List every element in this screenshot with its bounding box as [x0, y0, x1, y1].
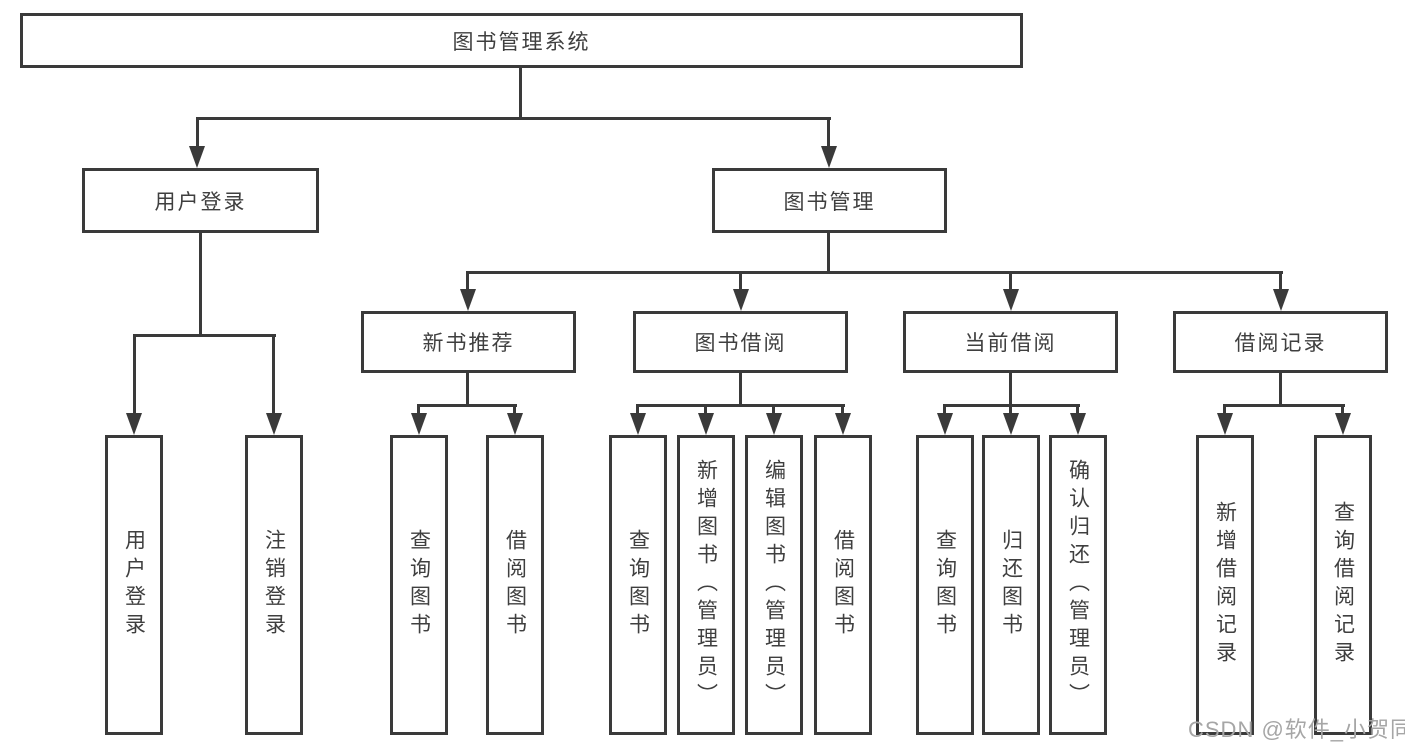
leaf-label: 查询图书 — [407, 529, 431, 641]
leaf-current-confirm-return-admin: 确认归还（管理员） — [1049, 435, 1107, 735]
arrowhead-icon — [835, 413, 851, 435]
connector-line — [1279, 373, 1282, 407]
leaf-records-query: 查询借阅记录 — [1314, 435, 1372, 735]
node-label: 借阅记录 — [1234, 332, 1327, 355]
connector-line — [1009, 271, 1012, 291]
connector-line — [196, 117, 199, 148]
leaf-logout: 注销登录 — [245, 435, 303, 735]
watermark: CSDN @软件_小贺同学 — [1188, 717, 1405, 742]
connector-line — [772, 404, 775, 415]
leaf-current-query-books: 查询图书 — [916, 435, 974, 735]
node-user-login: 用户登录 — [82, 168, 319, 233]
arrowhead-icon — [1003, 413, 1019, 435]
node-label: 当前借阅 — [964, 332, 1057, 355]
connector-line — [827, 233, 830, 274]
arrowhead-icon — [821, 146, 837, 168]
leaf-label: 编辑图书（管理员） — [762, 459, 786, 711]
connector-line — [1341, 404, 1344, 415]
connector-line — [1223, 404, 1345, 407]
connector-line — [1223, 404, 1226, 415]
node-library-management-system: 图书管理系统 — [20, 13, 1023, 68]
connector-line — [133, 334, 136, 415]
arrowhead-icon — [1217, 413, 1233, 435]
node-borrow-records: 借阅记录 — [1173, 311, 1388, 373]
connector-line — [636, 404, 845, 407]
leaf-label: 新增借阅记录 — [1213, 501, 1237, 669]
leaf-new-borrow-books: 借阅图书 — [486, 435, 544, 735]
connector-line — [519, 68, 522, 118]
connector-line — [513, 404, 516, 415]
connector-line — [272, 334, 275, 415]
connector-line — [417, 404, 517, 407]
leaf-label: 查询图书 — [626, 529, 650, 641]
node-book-management: 图书管理 — [712, 168, 947, 233]
connector-line — [704, 404, 707, 415]
node-current-borrow: 当前借阅 — [903, 311, 1118, 373]
arrowhead-icon — [1070, 413, 1086, 435]
leaf-borrow-borrow-books: 借阅图书 — [814, 435, 872, 735]
connector-line — [466, 271, 1283, 274]
arrowhead-icon — [126, 413, 142, 435]
arrowhead-icon — [1335, 413, 1351, 435]
arrowhead-icon — [766, 413, 782, 435]
arrowhead-icon — [630, 413, 646, 435]
arrowhead-icon — [507, 413, 523, 435]
connector-line — [1076, 404, 1079, 415]
arrowhead-icon — [411, 413, 427, 435]
leaf-new-query-books: 查询图书 — [390, 435, 448, 735]
connector-line — [636, 404, 639, 415]
arrowhead-icon — [1273, 289, 1289, 311]
leaf-borrow-add-books-admin: 新增图书（管理员） — [677, 435, 735, 735]
connector-line — [943, 404, 946, 415]
leaf-borrow-query-books: 查询图书 — [609, 435, 667, 735]
arrowhead-icon — [460, 289, 476, 311]
connector-line — [1279, 271, 1282, 291]
connector-line — [841, 404, 844, 415]
connector-line — [827, 117, 830, 148]
leaf-label: 归还图书 — [999, 529, 1023, 641]
connector-line — [133, 334, 276, 337]
leaf-label: 查询借阅记录 — [1331, 501, 1355, 669]
arrowhead-icon — [189, 146, 205, 168]
connector-line — [466, 271, 469, 291]
connector-line — [1009, 373, 1012, 407]
connector-line — [739, 271, 742, 291]
arrowhead-icon — [698, 413, 714, 435]
node-label: 用户登录 — [154, 190, 247, 214]
node-label: 图书借阅 — [694, 332, 787, 355]
leaf-label: 注销登录 — [262, 529, 286, 641]
connector-line — [1009, 404, 1012, 415]
node-book-borrow: 图书借阅 — [633, 311, 848, 373]
connector-line — [196, 117, 831, 120]
arrowhead-icon — [733, 289, 749, 311]
leaf-records-add: 新增借阅记录 — [1196, 435, 1254, 735]
connector-line — [466, 373, 469, 407]
connector-line — [417, 404, 420, 415]
connector-line — [199, 233, 202, 337]
leaf-label: 确认归还（管理员） — [1066, 459, 1090, 711]
leaf-label: 新增图书（管理员） — [694, 459, 718, 711]
node-label: 图书管理 — [783, 190, 876, 214]
leaf-label: 用户登录 — [122, 529, 146, 641]
node-new-book-recommend: 新书推荐 — [361, 311, 576, 373]
leaf-user-login: 用户登录 — [105, 435, 163, 735]
arrowhead-icon — [937, 413, 953, 435]
leaf-label: 查询图书 — [933, 529, 957, 641]
arrowhead-icon — [266, 413, 282, 435]
leaf-current-return-books: 归还图书 — [982, 435, 1040, 735]
connector-line — [739, 373, 742, 407]
leaf-label: 借阅图书 — [831, 529, 855, 641]
arrowhead-icon — [1003, 289, 1019, 311]
leaf-label: 借阅图书 — [503, 529, 527, 641]
leaf-borrow-edit-books-admin: 编辑图书（管理员） — [745, 435, 803, 735]
node-label: 图书管理系统 — [452, 30, 591, 54]
node-label: 新书推荐 — [422, 332, 515, 355]
